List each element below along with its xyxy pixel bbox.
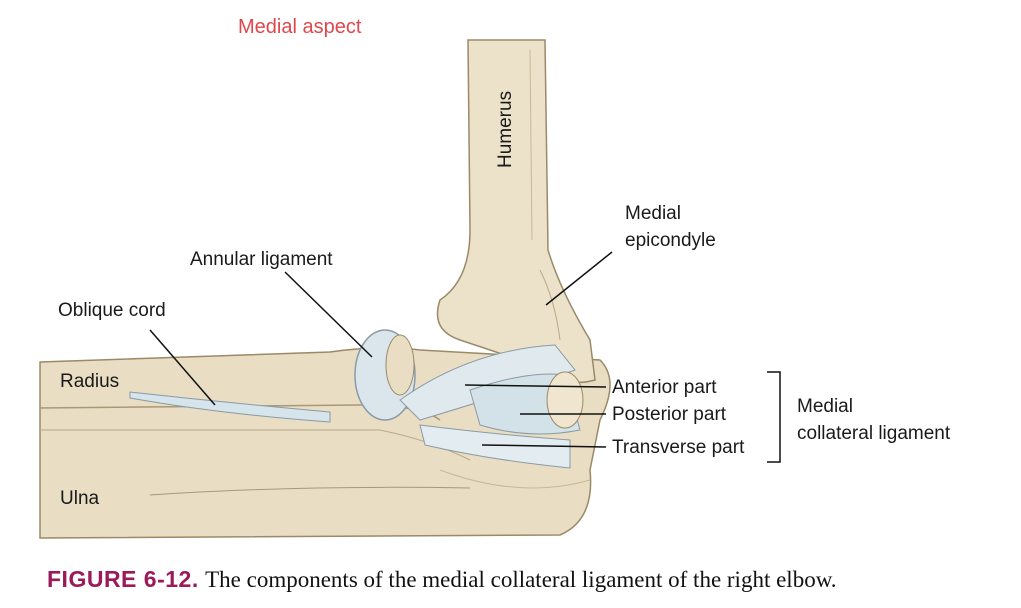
- label-transverse-part: Transverse part: [612, 437, 745, 458]
- label-mcl-line1: Medial: [797, 396, 853, 417]
- label-mcl-line2: collateral ligament: [797, 423, 951, 444]
- annular-ligament-shape: [354, 329, 416, 421]
- figure-caption: FIGURE 6-12. The components of the media…: [47, 566, 837, 593]
- label-radius: Radius: [60, 371, 120, 392]
- leader-anterior-part: [464, 384, 607, 388]
- label-anterior-part: Anterior part: [612, 377, 717, 398]
- oblique-cord-shape: [129, 391, 331, 423]
- label-ulna: Ulna: [60, 488, 100, 509]
- leader-annular-ligament: [284, 271, 373, 358]
- label-oblique-cord: Oblique cord: [58, 300, 166, 321]
- label-humerus: Humerus: [495, 90, 516, 168]
- label-medial-epicondyle-line1: Medial: [625, 203, 681, 224]
- caption-text: The components of the medial collateral …: [205, 567, 837, 592]
- leader-oblique-cord: [149, 329, 216, 406]
- label-medial-epicondyle-line2: epicondyle: [625, 230, 716, 251]
- leader-medial-epicondyle: [545, 251, 613, 306]
- figure-number: FIGURE 6-12.: [47, 566, 199, 592]
- mcl-bracket: [767, 371, 781, 463]
- label-posterior-part: Posterior part: [612, 404, 727, 425]
- humerus-bone: [436, 39, 596, 384]
- leader-transverse-part: [481, 444, 607, 448]
- view-title: Medial aspect: [238, 16, 362, 38]
- leader-lines: [149, 251, 781, 463]
- label-annular-ligament: Annular ligament: [190, 249, 333, 270]
